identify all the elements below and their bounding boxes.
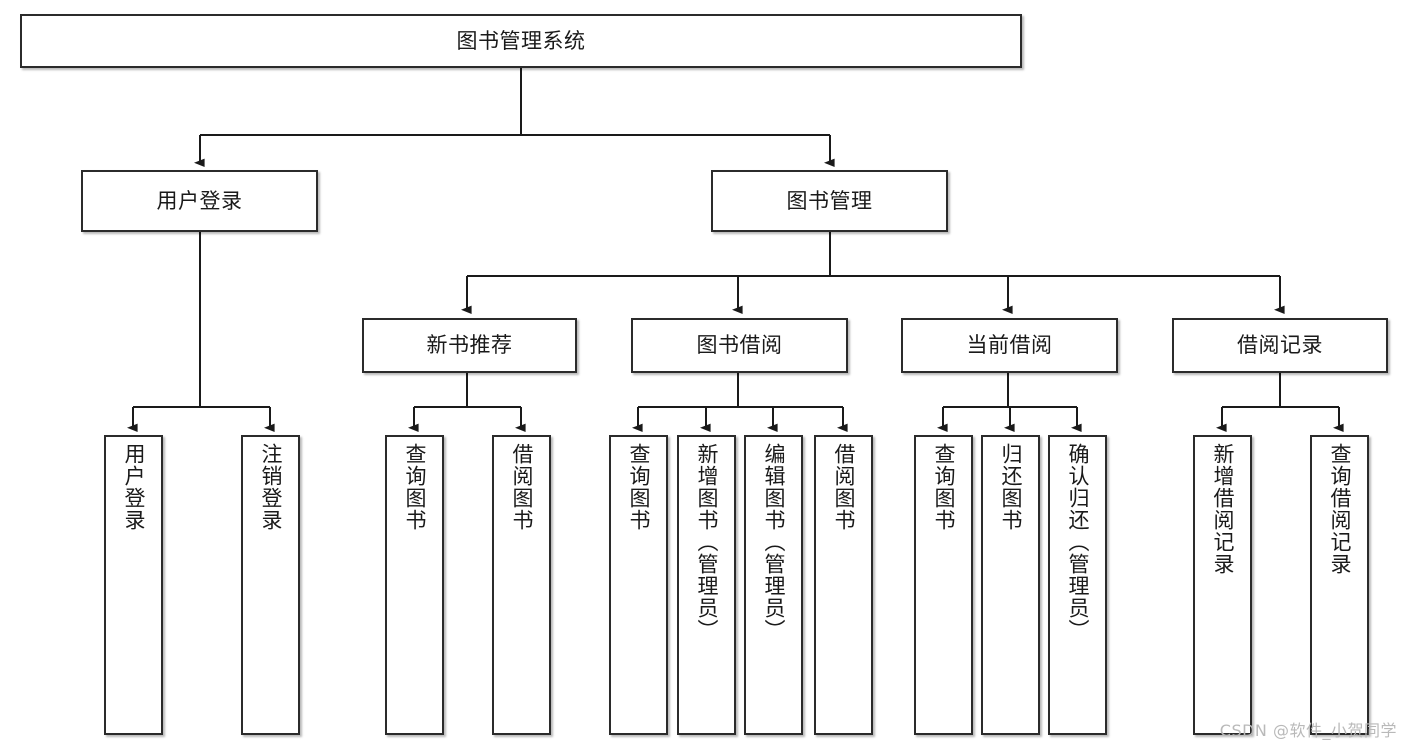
leaf-user-login-signin[interactable]: 用户登录	[104, 435, 163, 735]
node-label: 编辑图书（管理员）	[762, 443, 786, 641]
watermark-text: CSDN @软件_小贺同学	[1219, 721, 1397, 740]
node-user-login[interactable]: 用户登录	[81, 170, 318, 232]
node-label: 用户登录	[122, 443, 146, 531]
leaf-borrow-edit-book[interactable]: 编辑图书（管理员）	[744, 435, 803, 735]
node-label: 图书管理系统	[456, 28, 586, 53]
node-label: 新增借阅记录	[1211, 443, 1235, 575]
leaf-borrow-borrow-book[interactable]: 借阅图书	[814, 435, 873, 735]
node-label: 用户登录	[156, 188, 243, 213]
leaf-record-query-record[interactable]: 查询借阅记录	[1310, 435, 1369, 735]
node-book-borrow[interactable]: 图书借阅	[631, 318, 848, 373]
node-label: 查询借阅记录	[1328, 443, 1352, 575]
node-label: 借阅图书	[832, 443, 856, 531]
leaf-recommend-query-book[interactable]: 查询图书	[385, 435, 444, 735]
leaf-recommend-borrow-book[interactable]: 借阅图书	[492, 435, 551, 735]
leaf-borrow-query-book[interactable]: 查询图书	[609, 435, 668, 735]
node-label: 查询图书	[627, 443, 651, 531]
node-label: 注销登录	[259, 443, 283, 531]
node-label: 新增图书（管理员）	[695, 443, 719, 641]
node-label: 当前借阅	[966, 333, 1053, 358]
node-label: 查询图书	[932, 443, 956, 531]
node-label: 图书管理	[786, 188, 873, 213]
node-label: 借阅图书	[510, 443, 534, 531]
node-label: 图书借阅	[696, 333, 783, 358]
node-label: 新书推荐	[426, 333, 513, 358]
node-borrow-record[interactable]: 借阅记录	[1172, 318, 1388, 373]
node-new-book-recommend[interactable]: 新书推荐	[362, 318, 577, 373]
node-label: 归还图书	[999, 443, 1023, 531]
leaf-user-login-signout[interactable]: 注销登录	[241, 435, 300, 735]
node-book-management[interactable]: 图书管理	[711, 170, 948, 232]
node-label: 查询图书	[403, 443, 427, 531]
node-label: 借阅记录	[1237, 333, 1323, 358]
leaf-record-add-record[interactable]: 新增借阅记录	[1193, 435, 1252, 735]
node-root-system[interactable]: 图书管理系统	[20, 14, 1022, 68]
leaf-borrow-add-book[interactable]: 新增图书（管理员）	[677, 435, 736, 735]
node-label: 确认归还（管理员）	[1066, 443, 1090, 641]
node-current-borrow[interactable]: 当前借阅	[901, 318, 1118, 373]
leaf-current-return-book[interactable]: 归还图书	[981, 435, 1040, 735]
leaf-current-confirm-return[interactable]: 确认归还（管理员）	[1048, 435, 1107, 735]
leaf-current-query-book[interactable]: 查询图书	[914, 435, 973, 735]
